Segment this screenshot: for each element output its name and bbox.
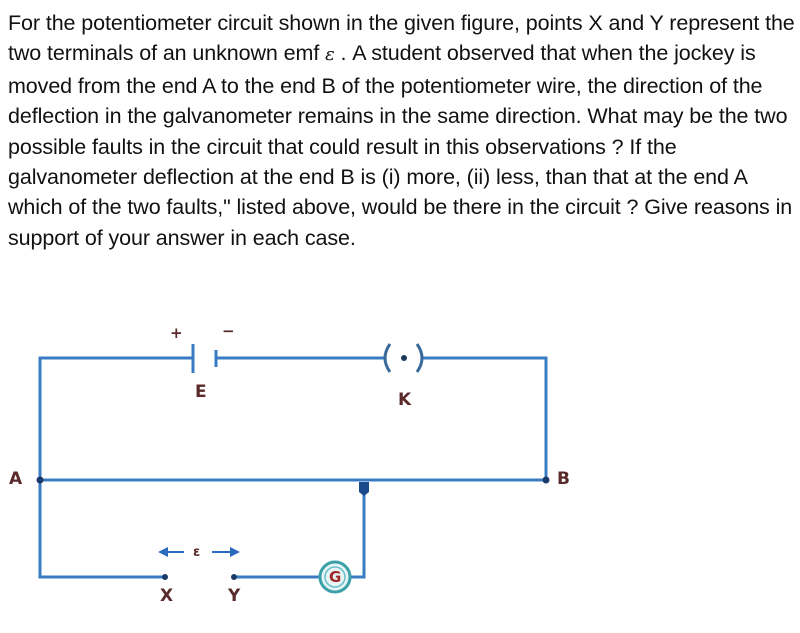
key-label: K	[398, 390, 412, 410]
jockey-icon	[359, 482, 369, 496]
end-a-label: A	[9, 469, 23, 489]
wire-g-to-jockey	[350, 486, 366, 579]
galvanometer-label: G	[329, 568, 342, 586]
cell-icon	[191, 344, 218, 373]
emf-label: ε	[193, 545, 201, 560]
question-text: For the potentiometer circuit shown in t…	[8, 8, 798, 253]
galvanometer-icon	[318, 560, 352, 594]
wire-primary-right	[422, 356, 548, 482]
end-b-label: B	[557, 469, 570, 489]
cell-plus-label: +	[170, 324, 183, 342]
terminal-y-dot	[231, 574, 237, 580]
wire-a-to-x	[38, 478, 167, 579]
emf-symbol: ε	[325, 44, 335, 66]
question-part1: For the potentiometer circuit shown in t…	[8, 11, 795, 66]
terminal-x-label: X	[160, 586, 174, 606]
junction-b-dot	[542, 476, 550, 484]
key-icon	[383, 343, 424, 373]
question-part2: . A student observed that when the jocke…	[8, 41, 793, 250]
terminal-x-dot	[162, 574, 168, 580]
potentiometer-circuit-figure: + − E K A B ε X Y G	[0, 320, 800, 633]
emf-arrows-icon	[158, 547, 240, 557]
cell-label: E	[195, 382, 207, 402]
terminal-y-label: Y	[228, 586, 241, 606]
junction-a-dot	[36, 476, 44, 484]
wire-primary-left	[38, 356, 194, 482]
cell-minus-label: −	[222, 322, 235, 340]
circuit-diagram	[36, 343, 550, 594]
